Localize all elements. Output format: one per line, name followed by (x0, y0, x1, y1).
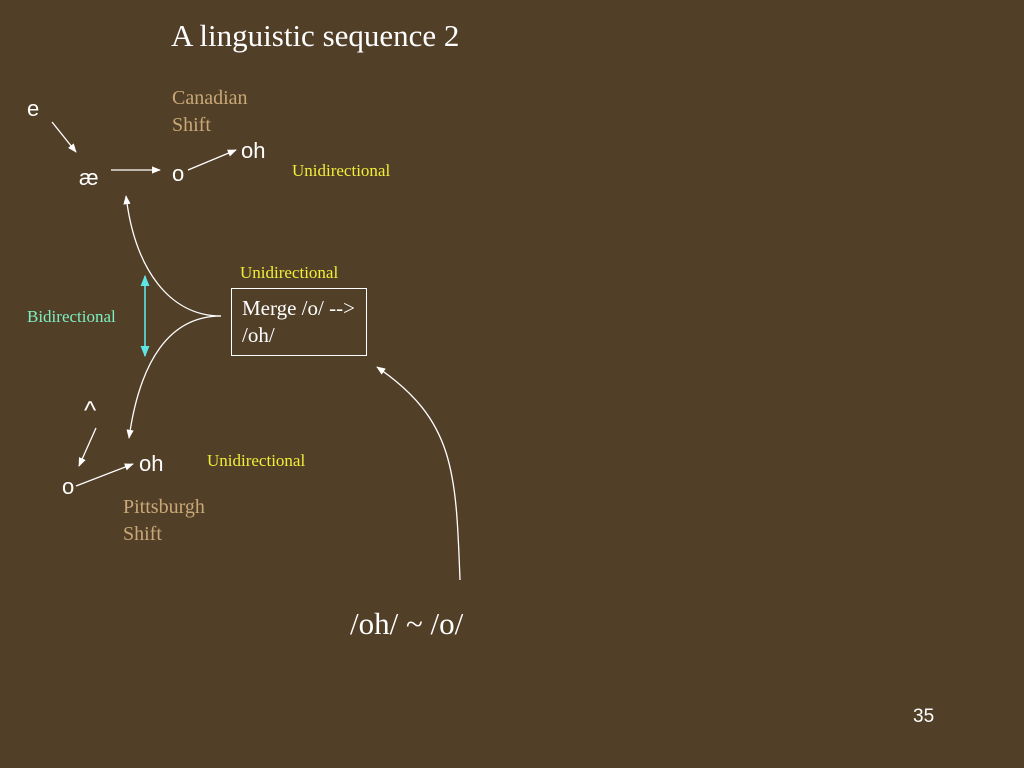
curve-merge-to-oh-bottom (126, 315, 222, 439)
unidirectional-label-pittsburgh: Unidirectional (207, 451, 306, 470)
pittsburgh-shift-line1: Pittsburgh (123, 496, 205, 518)
vowel-ae: æ (79, 165, 99, 190)
vowel-o-bottom: o (62, 474, 75, 499)
bidirectional-label: Bidirectional (27, 307, 116, 326)
vowel-oh-bottom: oh (139, 451, 164, 476)
canadian-shift-label: Canadian Shift (172, 85, 248, 139)
curve-formula-to-merge (376, 366, 461, 581)
canadian-shift-line2: Shift (172, 114, 211, 136)
canadian-shift-line1: Canadian (172, 87, 248, 109)
slide-title: A linguistic sequence 2 (171, 18, 460, 53)
vowel-e: e (27, 96, 40, 121)
arrow-wedge-to-o (78, 427, 97, 467)
curve-merge-to-ae (123, 195, 222, 317)
pittsburgh-shift-line2: Shift (123, 523, 162, 545)
arrow-e-to-ae (51, 121, 77, 153)
merge-box-text: Merge /o/ --> /oh/ (242, 296, 355, 347)
formula: /oh/ ~ /o/ (350, 606, 464, 641)
arrow-o-to-oh-top (187, 149, 237, 171)
vowel-wedge: ^ (84, 395, 97, 425)
merge-box: Merge /o/ --> /oh/ (231, 288, 367, 356)
unidirectional-label-merge: Unidirectional (240, 263, 339, 282)
pittsburgh-shift-label: Pittsburgh Shift (123, 494, 205, 548)
vowel-o-top: o (172, 161, 185, 186)
page-number: 35 (913, 706, 935, 727)
arrow-o-to-oh-bottom (75, 463, 134, 487)
vowel-oh-top: oh (241, 138, 266, 163)
unidirectional-label-canadian: Unidirectional (292, 161, 391, 180)
